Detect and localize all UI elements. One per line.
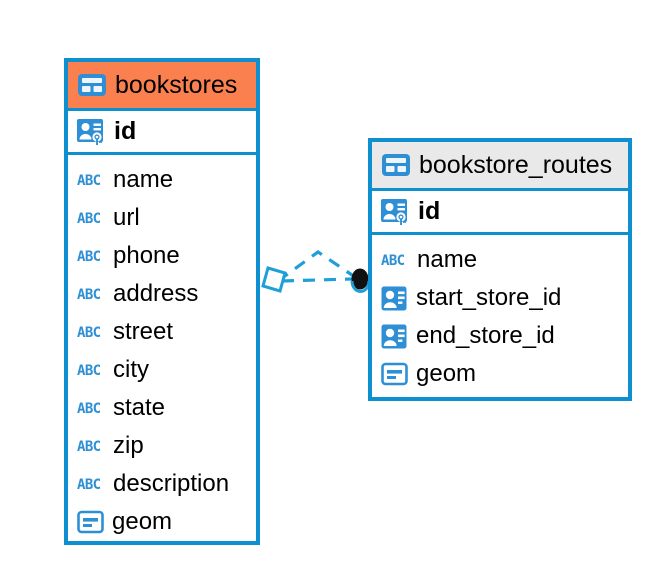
field-row[interactable]: start_store_id [372, 279, 628, 317]
table-icon [77, 73, 107, 97]
svg-text:ABC: ABC [77, 211, 101, 227]
abc-text-icon: ABC [77, 171, 105, 189]
field-label: url [113, 204, 140, 231]
primary-key-row-bookstores[interactable]: id [68, 108, 256, 155]
field-list-bookstore-routes: ABC name start_store_id [372, 235, 628, 399]
field-row[interactable]: ABC street [68, 313, 256, 351]
abc-text-icon: ABC [77, 361, 105, 379]
svg-text:ABC: ABC [77, 249, 101, 265]
field-label: name [417, 246, 478, 273]
abc-text-icon: ABC [77, 209, 105, 227]
svg-text:ABC: ABC [77, 439, 101, 455]
svg-text:ABC: ABC [77, 325, 101, 341]
abc-text-icon: ABC [77, 437, 105, 455]
abc-text-icon: ABC [77, 285, 105, 303]
svg-text:ABC: ABC [77, 173, 101, 189]
field-label: address [113, 280, 199, 307]
field-list-bookstores: ABC name ABC url ABC p [68, 155, 256, 547]
foreign-key-icon [381, 285, 408, 312]
field-row[interactable]: ABC phone [68, 237, 256, 275]
abc-text-icon: ABC [381, 251, 409, 269]
relationship-circle-marker [350, 268, 371, 293]
field-label: city [113, 356, 149, 383]
primary-key-label-bookstore-routes: id [418, 197, 441, 225]
field-label: zip [113, 432, 144, 459]
field-row[interactable]: ABC name [68, 161, 256, 199]
field-label: name [113, 166, 174, 193]
field-row[interactable]: geom [68, 503, 256, 541]
abc-text-icon: ABC [77, 323, 105, 341]
field-row[interactable]: ABC state [68, 389, 256, 427]
geometry-icon [381, 362, 408, 386]
svg-text:ABC: ABC [77, 287, 101, 303]
field-label: street [113, 318, 174, 345]
entity-title-bookstores: bookstores [115, 70, 238, 99]
field-label: geom [112, 508, 173, 535]
primary-key-icon [381, 197, 411, 227]
svg-text:ABC: ABC [77, 477, 101, 493]
field-label: end_store_id [416, 322, 555, 349]
entity-header-bookstore-routes[interactable]: bookstore_routes [372, 142, 628, 188]
field-label: state [113, 394, 166, 421]
field-label: description [113, 470, 230, 497]
field-row[interactable]: ABC name [372, 241, 628, 279]
svg-text:ABC: ABC [77, 401, 101, 417]
primary-key-icon [77, 117, 107, 147]
field-row[interactable]: ABC address [68, 275, 256, 313]
primary-key-label-bookstores: id [114, 117, 137, 145]
field-label: phone [113, 242, 180, 269]
field-row[interactable]: end_store_id [372, 317, 628, 355]
entity-bookstores[interactable]: bookstores id [64, 58, 260, 545]
field-row[interactable]: ABC zip [68, 427, 256, 465]
svg-text:ABC: ABC [381, 253, 405, 269]
entity-title-bookstore-routes: bookstore_routes [419, 150, 613, 179]
abc-text-icon: ABC [77, 399, 105, 417]
field-row[interactable]: ABC url [68, 199, 256, 237]
field-label: start_store_id [416, 284, 562, 311]
table-icon [381, 153, 411, 177]
foreign-key-icon [381, 323, 408, 350]
entity-header-bookstores[interactable]: bookstores [68, 62, 256, 108]
relationship-line-start-store-id [277, 250, 356, 283]
field-label: geom [416, 360, 477, 387]
field-row[interactable]: ABC description [68, 465, 256, 503]
relationship-rhombus-marker [261, 266, 287, 293]
entity-bookstore-routes[interactable]: bookstore_routes id [368, 138, 632, 401]
svg-text:ABC: ABC [77, 363, 101, 379]
abc-text-icon: ABC [77, 475, 105, 493]
field-row[interactable]: geom [372, 355, 628, 393]
field-row[interactable]: ABC city [68, 351, 256, 389]
primary-key-row-bookstore-routes[interactable]: id [372, 188, 628, 235]
geometry-icon [77, 510, 104, 534]
abc-text-icon: ABC [77, 247, 105, 265]
relationship-line-end-store-id [281, 277, 353, 283]
